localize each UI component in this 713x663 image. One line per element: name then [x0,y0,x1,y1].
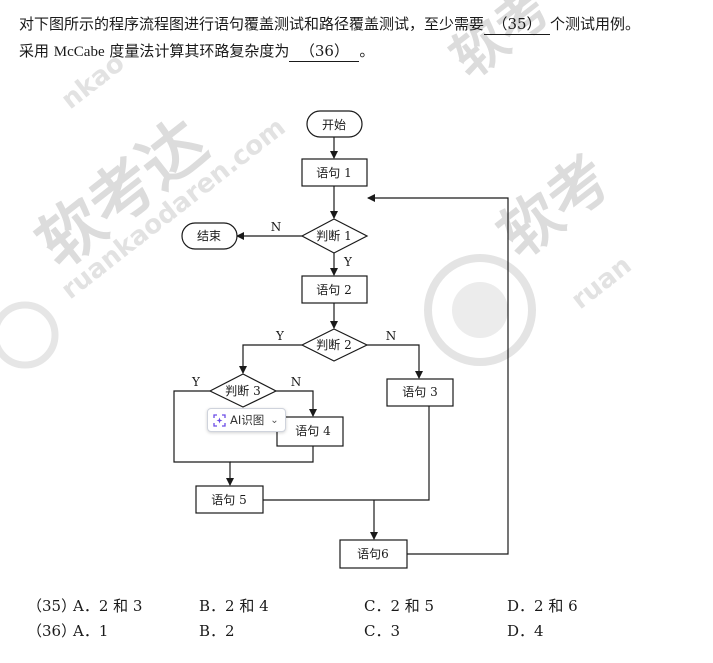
option-number: （36） [27,622,77,640]
ai-scan-icon [213,413,226,427]
question-line-2: 采用 McCabe 度量法计算其环路复杂度为（36）。 [19,41,374,62]
edge-decision2-yes [239,344,302,374]
edge-stmt4-merge [230,446,314,463]
option-c: C．3 [364,622,401,640]
ai-recognize-button[interactable]: AI识图 ⌄ [207,408,286,432]
stmt3-label: 语句 3 [402,385,437,399]
option-c: C．2 和 5 [364,597,435,615]
question-text-2-tail: 。 [359,42,375,60]
edge-decision3-yes [173,390,234,486]
stmt1-label: 语句 1 [316,166,351,180]
stmt5-label: 语句 5 [211,493,246,507]
option-a: A．1 [73,622,109,640]
question-text: 对下图所示的程序流程图进行语句覆盖测试和路径覆盖测试，至少需要 [19,15,485,33]
option-a: A．2 和 3 [73,597,143,615]
edge-stmt6-loop [367,194,509,555]
question-text-2-middle: 度量法计算其环路复杂度为 [104,42,290,60]
mccabe-term: McCabe [53,44,105,60]
question-text-tail: 个测试用例。 [550,15,641,33]
option-number: （35） [27,597,77,615]
end-terminal [181,222,238,250]
chevron-down-icon[interactable]: ⌄ [270,414,279,426]
question-line-1: 对下图所示的程序流程图进行语句覆盖测试和路径覆盖测试，至少需要（35）个测试用例… [19,14,640,35]
edge-label-y2: Y [275,329,285,343]
option-b: B．2 和 4 [199,597,269,615]
decision1-label: 判断 1 [316,228,351,243]
blank-35: （35） [484,14,551,35]
end-label: 结束 [197,229,221,243]
stmt1-box [301,158,368,187]
edge-label-n1: N [271,220,282,234]
edge-label-n3: N [291,375,302,389]
stmt6-label: 语句6 [357,547,389,561]
edge-stmt3-merge [263,406,430,501]
decision1-diamond [300,218,369,254]
start-label: 开始 [322,118,346,132]
option-d: D．2 和 6 [507,597,578,615]
stmt6-box [339,539,408,569]
edge-label-y1: Y [343,255,353,269]
stmt4-box [276,416,344,447]
edge-label-y3: Y [191,375,201,389]
blank-36: （36） [289,41,360,62]
edge-decision2-no [367,344,423,379]
edge-label-n2: N [386,329,397,343]
stmt3-box [386,378,454,407]
decision3-label: 判断 3 [225,383,260,398]
edge-decision3-no [276,390,317,417]
option-d: D．4 [507,622,544,640]
ai-chip-label: AI识图 [230,413,265,427]
decision2-label: 判断 2 [316,337,351,352]
option-b: B．2 [199,622,235,640]
stmt2-label: 语句 2 [316,283,351,297]
stmt2-box [301,275,368,304]
stmt5-box [195,485,264,514]
stmt4-label: 语句 4 [295,424,331,438]
question-text-2: 采用 [19,42,50,60]
